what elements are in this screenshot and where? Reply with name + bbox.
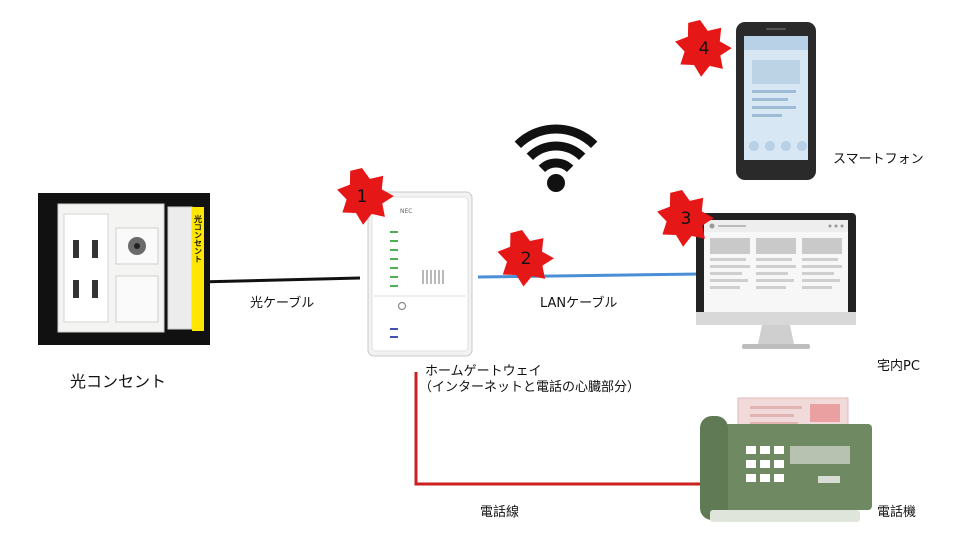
gateway-logo: NEC [400, 208, 412, 215]
gateway-label-line1: ホームゲートウェイ [425, 364, 542, 379]
gateway-vent [422, 270, 444, 284]
marker-4: 4 [675, 20, 732, 77]
optical-cable-line [197, 276, 361, 284]
marker-1: 1 [337, 168, 394, 225]
marker-2-number: 2 [521, 249, 532, 269]
marker-4-number: 4 [699, 39, 710, 59]
smartphone-label: スマートフォン [833, 152, 924, 167]
smartphone [736, 22, 816, 180]
telephone-label: 電話機 [877, 505, 917, 520]
marker-1-number: 1 [357, 187, 368, 207]
optical-cable-label: 光ケーブル [250, 296, 315, 311]
optical-outlet: 光コンセント [38, 193, 210, 345]
lan-cable-label: LANケーブル [540, 296, 618, 311]
home-pc-label: 宅内PC [877, 359, 920, 374]
home-pc [696, 213, 856, 349]
optical-outlet-label: 光コンセント [70, 372, 167, 391]
outlet-strip-text: 光コンセント [194, 214, 203, 263]
wifi-icon [514, 124, 598, 192]
lan-cable-line [477, 272, 701, 279]
marker-3: 3 [657, 190, 714, 247]
power-icon [397, 301, 407, 311]
home-gateway: NEC [367, 191, 473, 357]
marker-2: 2 [497, 230, 554, 287]
telephone [700, 397, 872, 522]
phone-cable-label: 電話線 [480, 505, 520, 520]
phone-cable-line [414, 372, 700, 486]
gateway-label-line2: （インターネットと電話の心臓部分） [419, 380, 641, 395]
marker-3-number: 3 [681, 209, 692, 229]
